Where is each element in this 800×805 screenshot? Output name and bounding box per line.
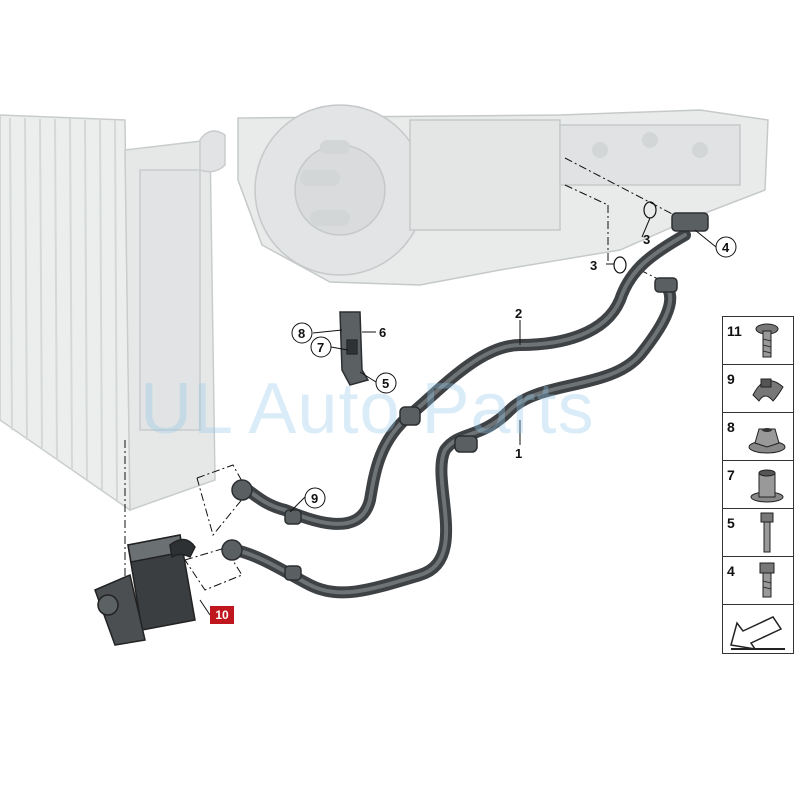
- transmission-ghost: [237, 104, 769, 286]
- legend-item-8: 8: [723, 413, 793, 461]
- callout-2: 2: [515, 306, 522, 321]
- callout-8: 8: [298, 326, 305, 341]
- hex-nut-icon: [748, 428, 786, 454]
- legend-item-7: 7: [723, 461, 793, 509]
- callout-9-ring: [304, 487, 326, 509]
- callout-9: 9: [311, 491, 318, 506]
- legend-label: 9: [727, 371, 735, 387]
- flange-bolt-icon: [755, 323, 779, 358]
- callout-8-ring: [291, 322, 313, 344]
- callout-3b: 3: [590, 258, 597, 273]
- collar-nut-icon: [750, 469, 784, 503]
- callout-7-ring: [310, 336, 332, 358]
- legend-label: 8: [727, 419, 735, 435]
- hose-1: [229, 279, 677, 599]
- hardware-legend: 11 9 8 7 5: [722, 316, 794, 654]
- radiator-ghost: [0, 114, 226, 512]
- bracket-6: [339, 311, 370, 386]
- callout-1: 1: [515, 446, 522, 461]
- legend-item-11: 11: [723, 317, 793, 365]
- callout-5-ring: [375, 372, 397, 394]
- callout-4: 4: [722, 240, 730, 255]
- legend-item-5: 5: [723, 509, 793, 557]
- leader-lines: [199, 217, 717, 616]
- legend-label: 5: [727, 515, 735, 531]
- callout-3a: 3: [643, 232, 650, 247]
- callout-labels: 2 1 3 3 6 4 8 7 5 9: [291, 232, 737, 509]
- callout-5: 5: [382, 376, 389, 391]
- callout-6: 6: [379, 325, 386, 340]
- watermark: UL Auto Parts: [140, 369, 595, 449]
- short-bolt-icon: [759, 562, 775, 598]
- hose-fittings: [221, 212, 709, 581]
- hex-bolt-icon: [760, 512, 774, 553]
- legend-item-9: 9: [723, 365, 793, 413]
- callout-10-tag: 10: [210, 606, 234, 624]
- callout-7: 7: [317, 340, 324, 355]
- direction-arrow-icon: [730, 616, 785, 651]
- legend-item-4: 4: [723, 557, 793, 605]
- oil-cooler-10: [94, 534, 196, 646]
- legend-label: 7: [727, 467, 735, 483]
- legend-orientation-arrow: [723, 605, 793, 653]
- hose-clip-icon: [752, 378, 784, 402]
- legend-label: 11: [727, 323, 742, 339]
- callout-4-ring: [715, 236, 737, 258]
- legend-label: 4: [727, 563, 735, 579]
